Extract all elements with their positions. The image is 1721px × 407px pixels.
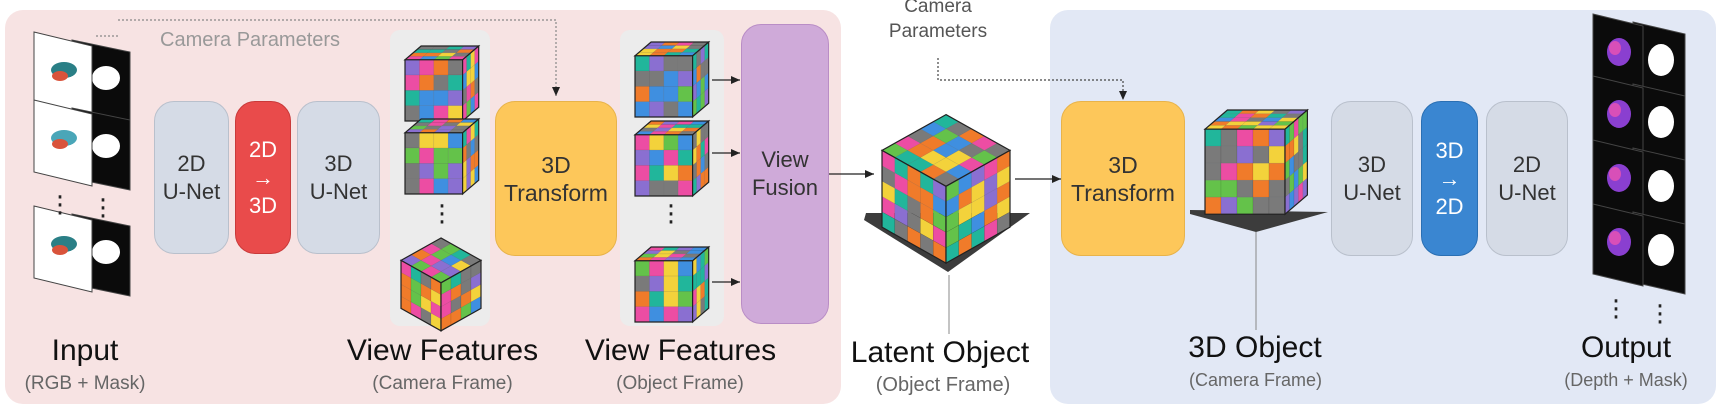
view-features-camera-subtitle: (Camera Frame): [372, 373, 513, 394]
input-title: Input: [51, 334, 119, 367]
input-subtitle: (RGB + Mask): [24, 373, 146, 394]
depth-mask-stack-icon: [1592, 75, 1686, 167]
voxel-cube-icon: [880, 113, 1012, 265]
ellipsis: ···: [98, 186, 108, 232]
ellipsis: ···: [1655, 292, 1665, 338]
transform-block: 3D Transform: [495, 101, 617, 256]
ellipsis: ···: [55, 183, 65, 229]
voxel-cube-icon: [1203, 108, 1310, 216]
ellipsis: ···: [437, 192, 447, 238]
output-subtitle: (Depth + Mask): [1564, 370, 1688, 390]
decoder-unet3d-block: 3D U-Net: [1331, 101, 1413, 256]
latent-object-subtitle: (Object Frame): [875, 374, 1011, 396]
input-image-stack-icon: [33, 205, 131, 297]
voxel-cube-icon: [403, 44, 481, 123]
lift-2d-to-3d-block: 2D → 3D: [235, 101, 291, 254]
camera-params-path-decoder: [937, 58, 1127, 100]
voxel-cube-icon: [633, 245, 711, 324]
decoder-transform-block: 3D Transform: [1061, 101, 1185, 256]
input-image-stack-icon: [33, 99, 131, 191]
latent-object-title: Latent Object: [850, 336, 1030, 369]
camera-params-label: Camera Parameters: [160, 29, 341, 51]
ellipsis: ···: [1611, 287, 1621, 333]
unet2d-block: 2D U-Net: [154, 101, 229, 254]
view-features-camera-title: View Features: [346, 334, 539, 367]
ellipsis: ···: [666, 192, 676, 238]
camera-params-path-encoder: [96, 19, 556, 96]
3d-object-subtitle: (Camera Frame): [1188, 370, 1322, 390]
view-features-object-title: View Features: [584, 334, 777, 367]
voxel-cube-icon: [403, 117, 481, 196]
decoder-unet2d-block: 2D U-Net: [1486, 101, 1568, 256]
output-title: Output: [1580, 331, 1672, 364]
voxel-cube-icon: [633, 40, 711, 119]
unet3d-block: 3D U-Net: [297, 101, 380, 254]
shadow-plane-icon: [1190, 210, 1328, 232]
view-fusion-block: View Fusion: [741, 24, 829, 324]
3d-object-title: 3D Object: [1188, 331, 1322, 364]
depth-mask-stack-icon: [1592, 139, 1686, 231]
depth-mask-stack-icon: [1592, 203, 1686, 295]
voxel-cube-icon: [633, 119, 711, 198]
project-3d-to-2d-block: 3D → 2D: [1421, 101, 1478, 256]
latent-camera-params-label: Camera Parameters: [888, 0, 988, 42]
view-features-object-subtitle: (Object Frame): [616, 373, 744, 394]
voxel-cube-icon: [399, 237, 483, 332]
